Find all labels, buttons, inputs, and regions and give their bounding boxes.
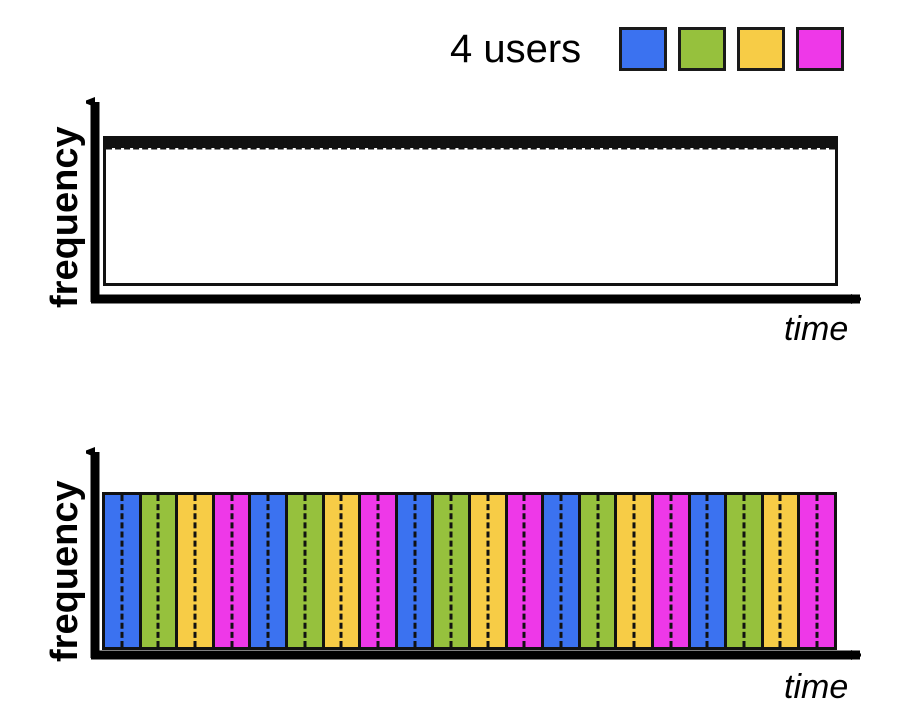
legend: 4 users [450,18,845,80]
chart-panel-frequency-division: frequency time [0,80,918,350]
time-slot-user-2 [434,495,471,647]
legend-title: 4 users [450,27,582,71]
time-slot-user-2 [727,495,764,647]
axes-time-division [0,430,918,720]
time-slot-user-2 [580,495,618,647]
y-axis-label-frequency-1: frequency [44,126,86,308]
time-slot-user-1 [544,495,581,647]
time-slot-user-3 [470,495,508,647]
axes-frequency-division [0,80,918,350]
time-slot-user-3 [763,495,801,647]
time-slot-user-2 [141,495,179,647]
time-slot-user-4 [214,495,252,647]
time-slot-user-2 [287,495,325,647]
time-slot-user-1 [397,495,435,647]
legend-swatch-user-4 [796,27,845,71]
legend-swatch-group [619,27,845,71]
plot-area-frequency-division [103,136,838,286]
time-slot-user-4 [800,495,834,647]
time-slot-user-4 [507,495,545,647]
time-slot-user-4 [361,495,398,647]
legend-swatch-user-1 [619,27,668,71]
y-axis-label-frequency-2: frequency [44,480,86,662]
time-slot-user-4 [653,495,691,647]
chart-panel-time-division: frequency time [0,430,918,720]
x-axis-label-time-2: time [784,668,849,706]
time-slot-user-3 [324,495,362,647]
legend-swatch-user-2 [678,27,727,71]
time-slot-user-3 [617,495,654,647]
plot-area-time-division [102,492,837,650]
time-slot-user-1 [251,495,288,647]
legend-swatch-user-3 [737,27,786,71]
time-slot-user-3 [178,495,215,647]
x-axis-label-time-1: time [784,310,849,348]
time-slot-user-1 [690,495,728,647]
time-slot-user-1 [105,495,142,647]
